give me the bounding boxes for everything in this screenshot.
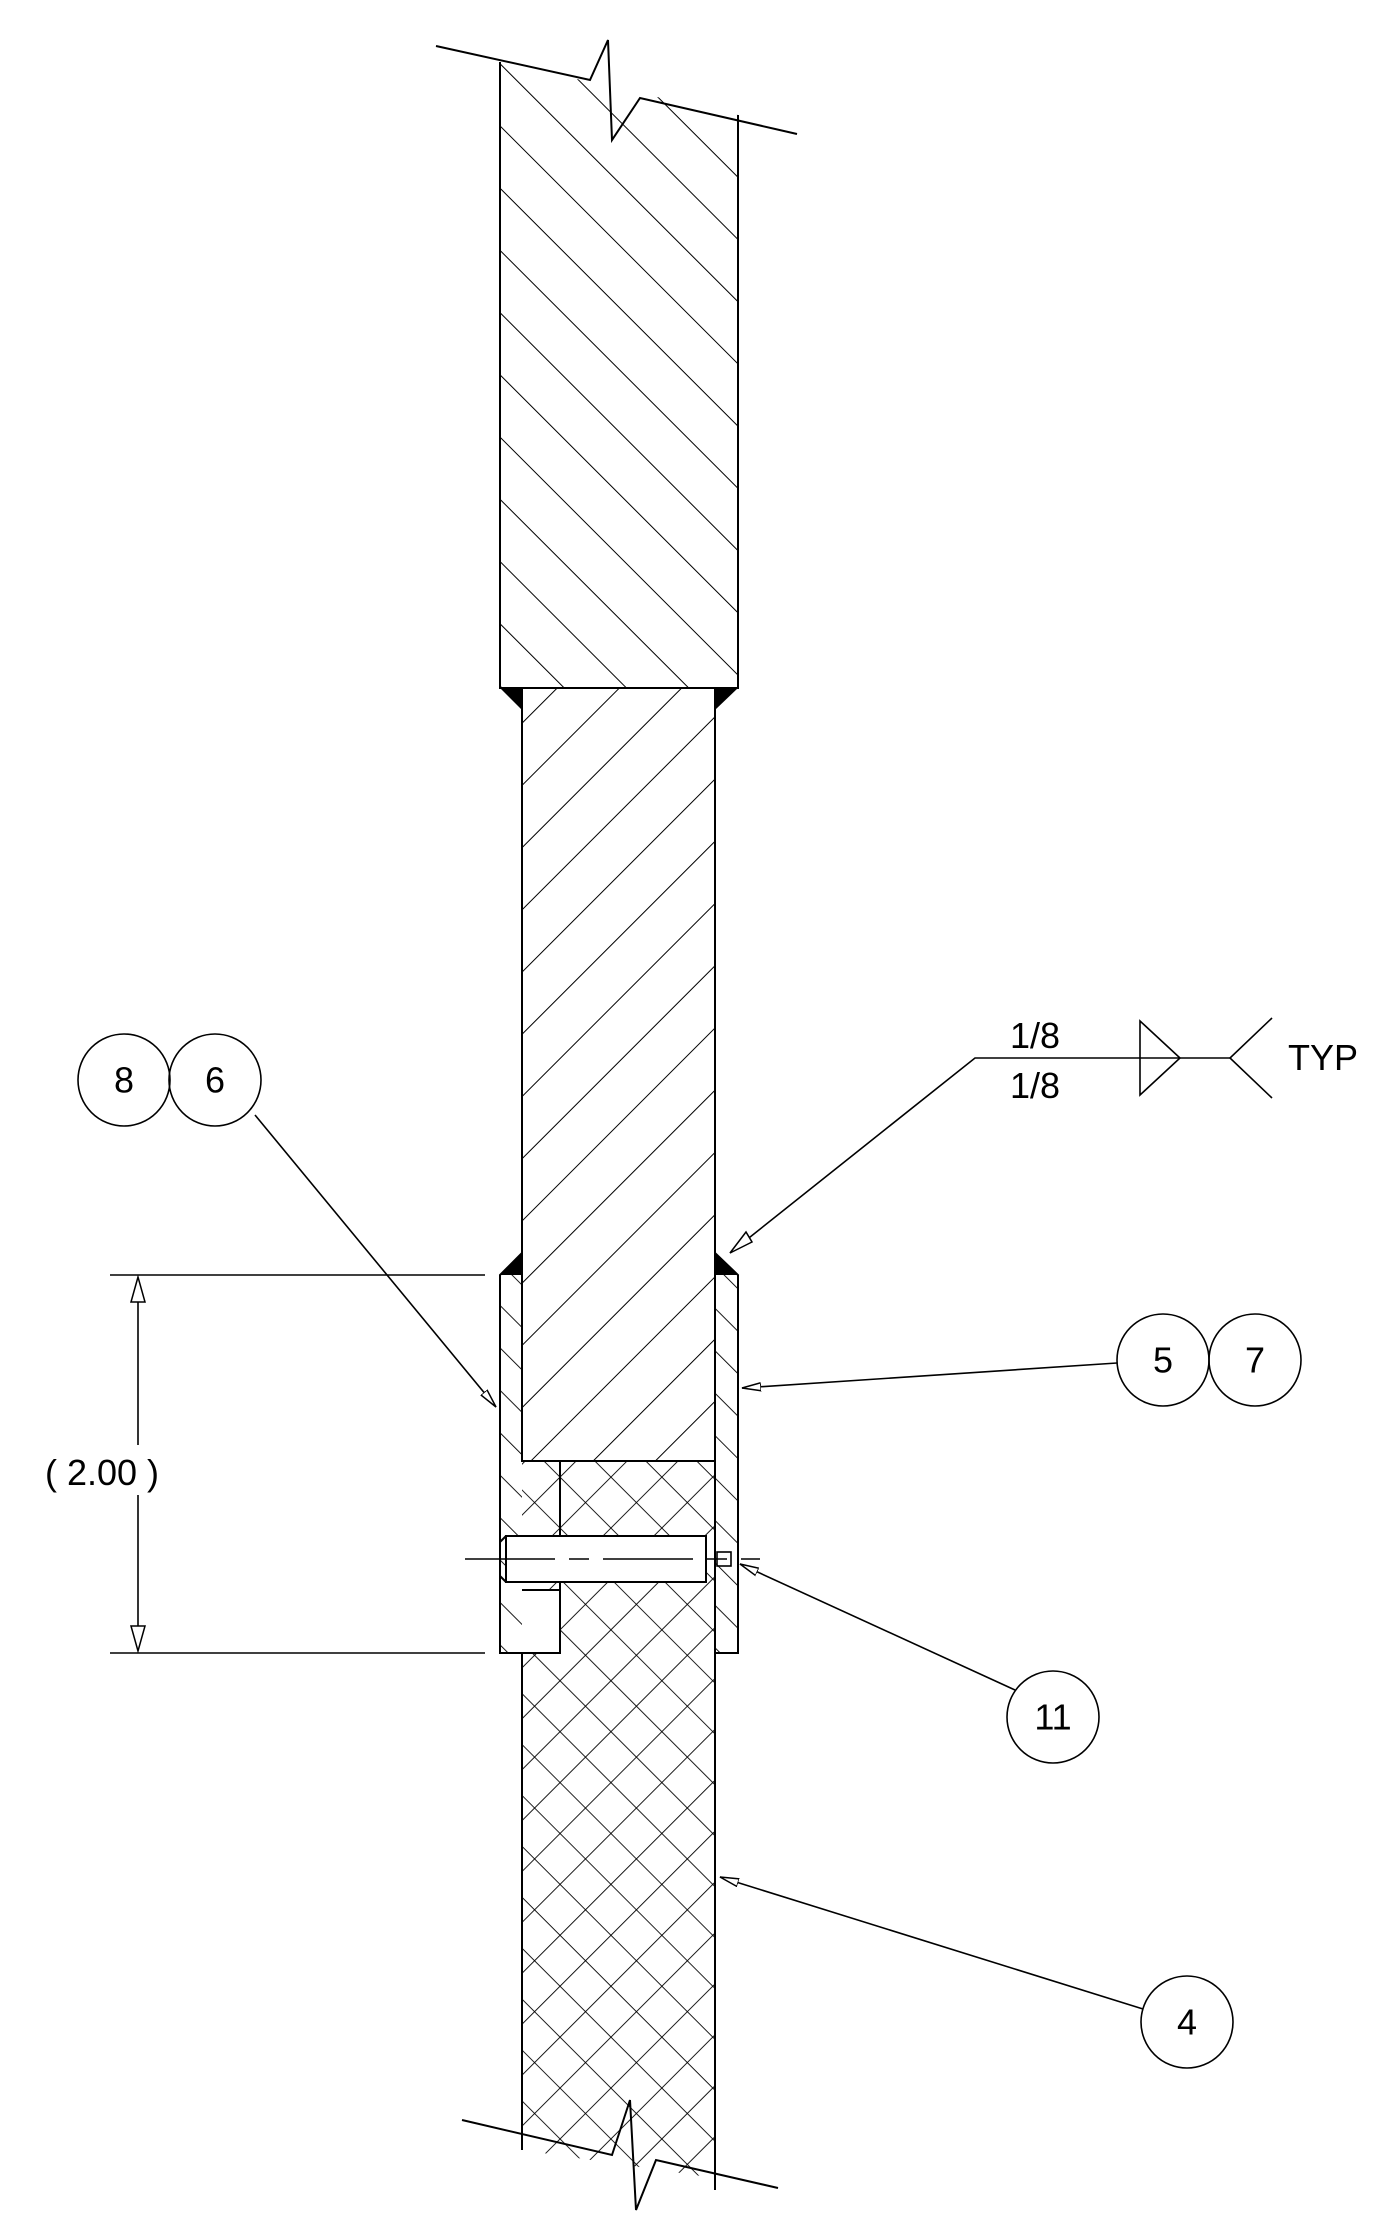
height-dimension: ( 2.00 ): [40, 1274, 485, 1654]
balloon-11: [1006, 1670, 1100, 1764]
balloon-5-label: 5: [1153, 1340, 1173, 1381]
balloon-11-label: 11: [1034, 1697, 1071, 1738]
bottom-tube: [461, 1460, 779, 2211]
balloon-group-8-6: 8 6: [77, 1033, 496, 1407]
dimension-label: ( 2.00 ): [45, 1452, 159, 1493]
balloon-4: [1140, 1975, 1234, 2069]
balloon-group-11: 11: [740, 1564, 1100, 1764]
top-break-line: [435, 39, 798, 144]
fillet-weld-symbol: [1139, 1019, 1182, 1097]
weld-fillet-upper-left: [500, 688, 522, 710]
balloon-8-label: 8: [114, 1060, 134, 1101]
balloon-5: [1116, 1313, 1210, 1407]
weld-size-arrow-side: 1/8: [1010, 1015, 1060, 1056]
weld-tail: [1228, 1017, 1273, 1099]
middle-member: [521, 687, 716, 1462]
cross-pin: [465, 1535, 760, 1583]
bottom-break-line: [461, 2099, 779, 2211]
balloon-6-label: 6: [205, 1060, 225, 1101]
balloon-7-label: 7: [1245, 1340, 1265, 1381]
weld-fillet-lower-right: [715, 1253, 738, 1275]
weld-fillet-upper-right: [715, 688, 738, 710]
balloon-group-4: 4: [720, 1876, 1234, 2069]
balloon-group-5-7: 5 7: [742, 1313, 1302, 1407]
weld-symbol: 1/8 1/8 TYP: [729, 1015, 1358, 1254]
weld-fillet-lower-left: [500, 1253, 522, 1275]
balloon-4-label: 4: [1177, 2002, 1197, 2043]
balloon-8: [77, 1033, 171, 1127]
top-member: [435, 39, 798, 689]
weld-tail-note: TYP: [1288, 1037, 1358, 1078]
balloon-6: [168, 1033, 262, 1127]
weld-size-other-side: 1/8: [1010, 1065, 1060, 1106]
